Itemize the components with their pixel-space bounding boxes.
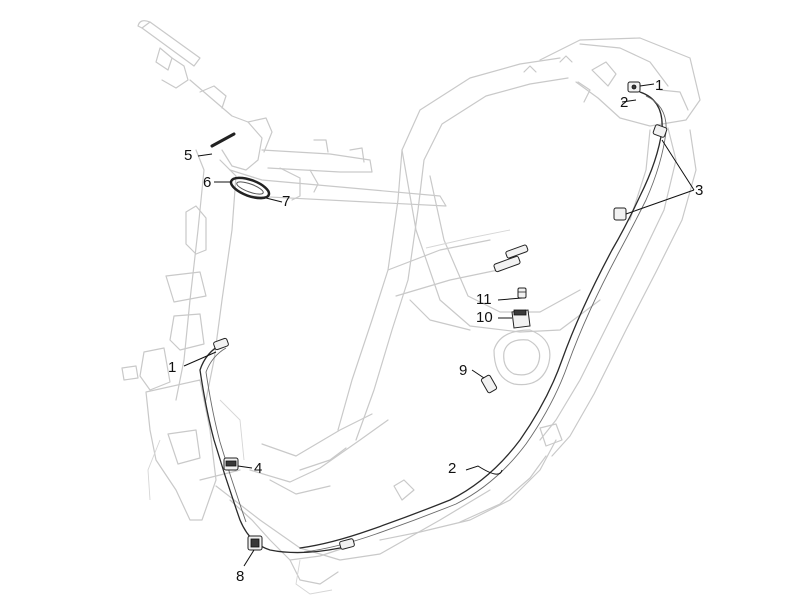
screw-part-11 xyxy=(517,287,527,299)
scooter-frame xyxy=(121,20,701,595)
cable-clip-lower xyxy=(613,207,627,221)
callout-1-left: 1 xyxy=(168,359,176,376)
parts xyxy=(210,81,668,551)
callout-8: 8 xyxy=(236,568,244,585)
bracket-part-10 xyxy=(511,309,531,329)
cable-end-fitting-top xyxy=(627,81,641,93)
cable-clip-upper xyxy=(652,124,668,138)
callout-1-top: 1 xyxy=(655,77,663,94)
callout-7: 7 xyxy=(282,193,290,210)
leader-lines xyxy=(183,83,695,567)
pin-part-5 xyxy=(210,132,236,148)
callout-6: 6 xyxy=(203,174,211,191)
callout-2-top: 2 xyxy=(620,94,628,111)
connector-part-9 xyxy=(480,374,498,394)
callout-3: 3 xyxy=(695,182,703,199)
grommet-ring xyxy=(229,176,271,200)
cable-junction-bottom xyxy=(339,538,355,550)
callout-5: 5 xyxy=(184,147,192,164)
callout-2-bottom: 2 xyxy=(448,460,456,477)
clamp-part-4 xyxy=(223,457,239,471)
callout-4: 4 xyxy=(254,460,262,477)
callout-9: 9 xyxy=(459,362,467,379)
callout-11: 11 xyxy=(476,291,492,308)
cable-end-fitting-left xyxy=(213,337,229,351)
callout-labels: 1 2 3 5 6 7 11 10 9 1 4 2 8 xyxy=(168,77,703,585)
cables xyxy=(199,91,667,554)
bolts-center xyxy=(493,244,529,273)
callout-10: 10 xyxy=(476,309,493,326)
fitting-part-8 xyxy=(247,535,263,551)
